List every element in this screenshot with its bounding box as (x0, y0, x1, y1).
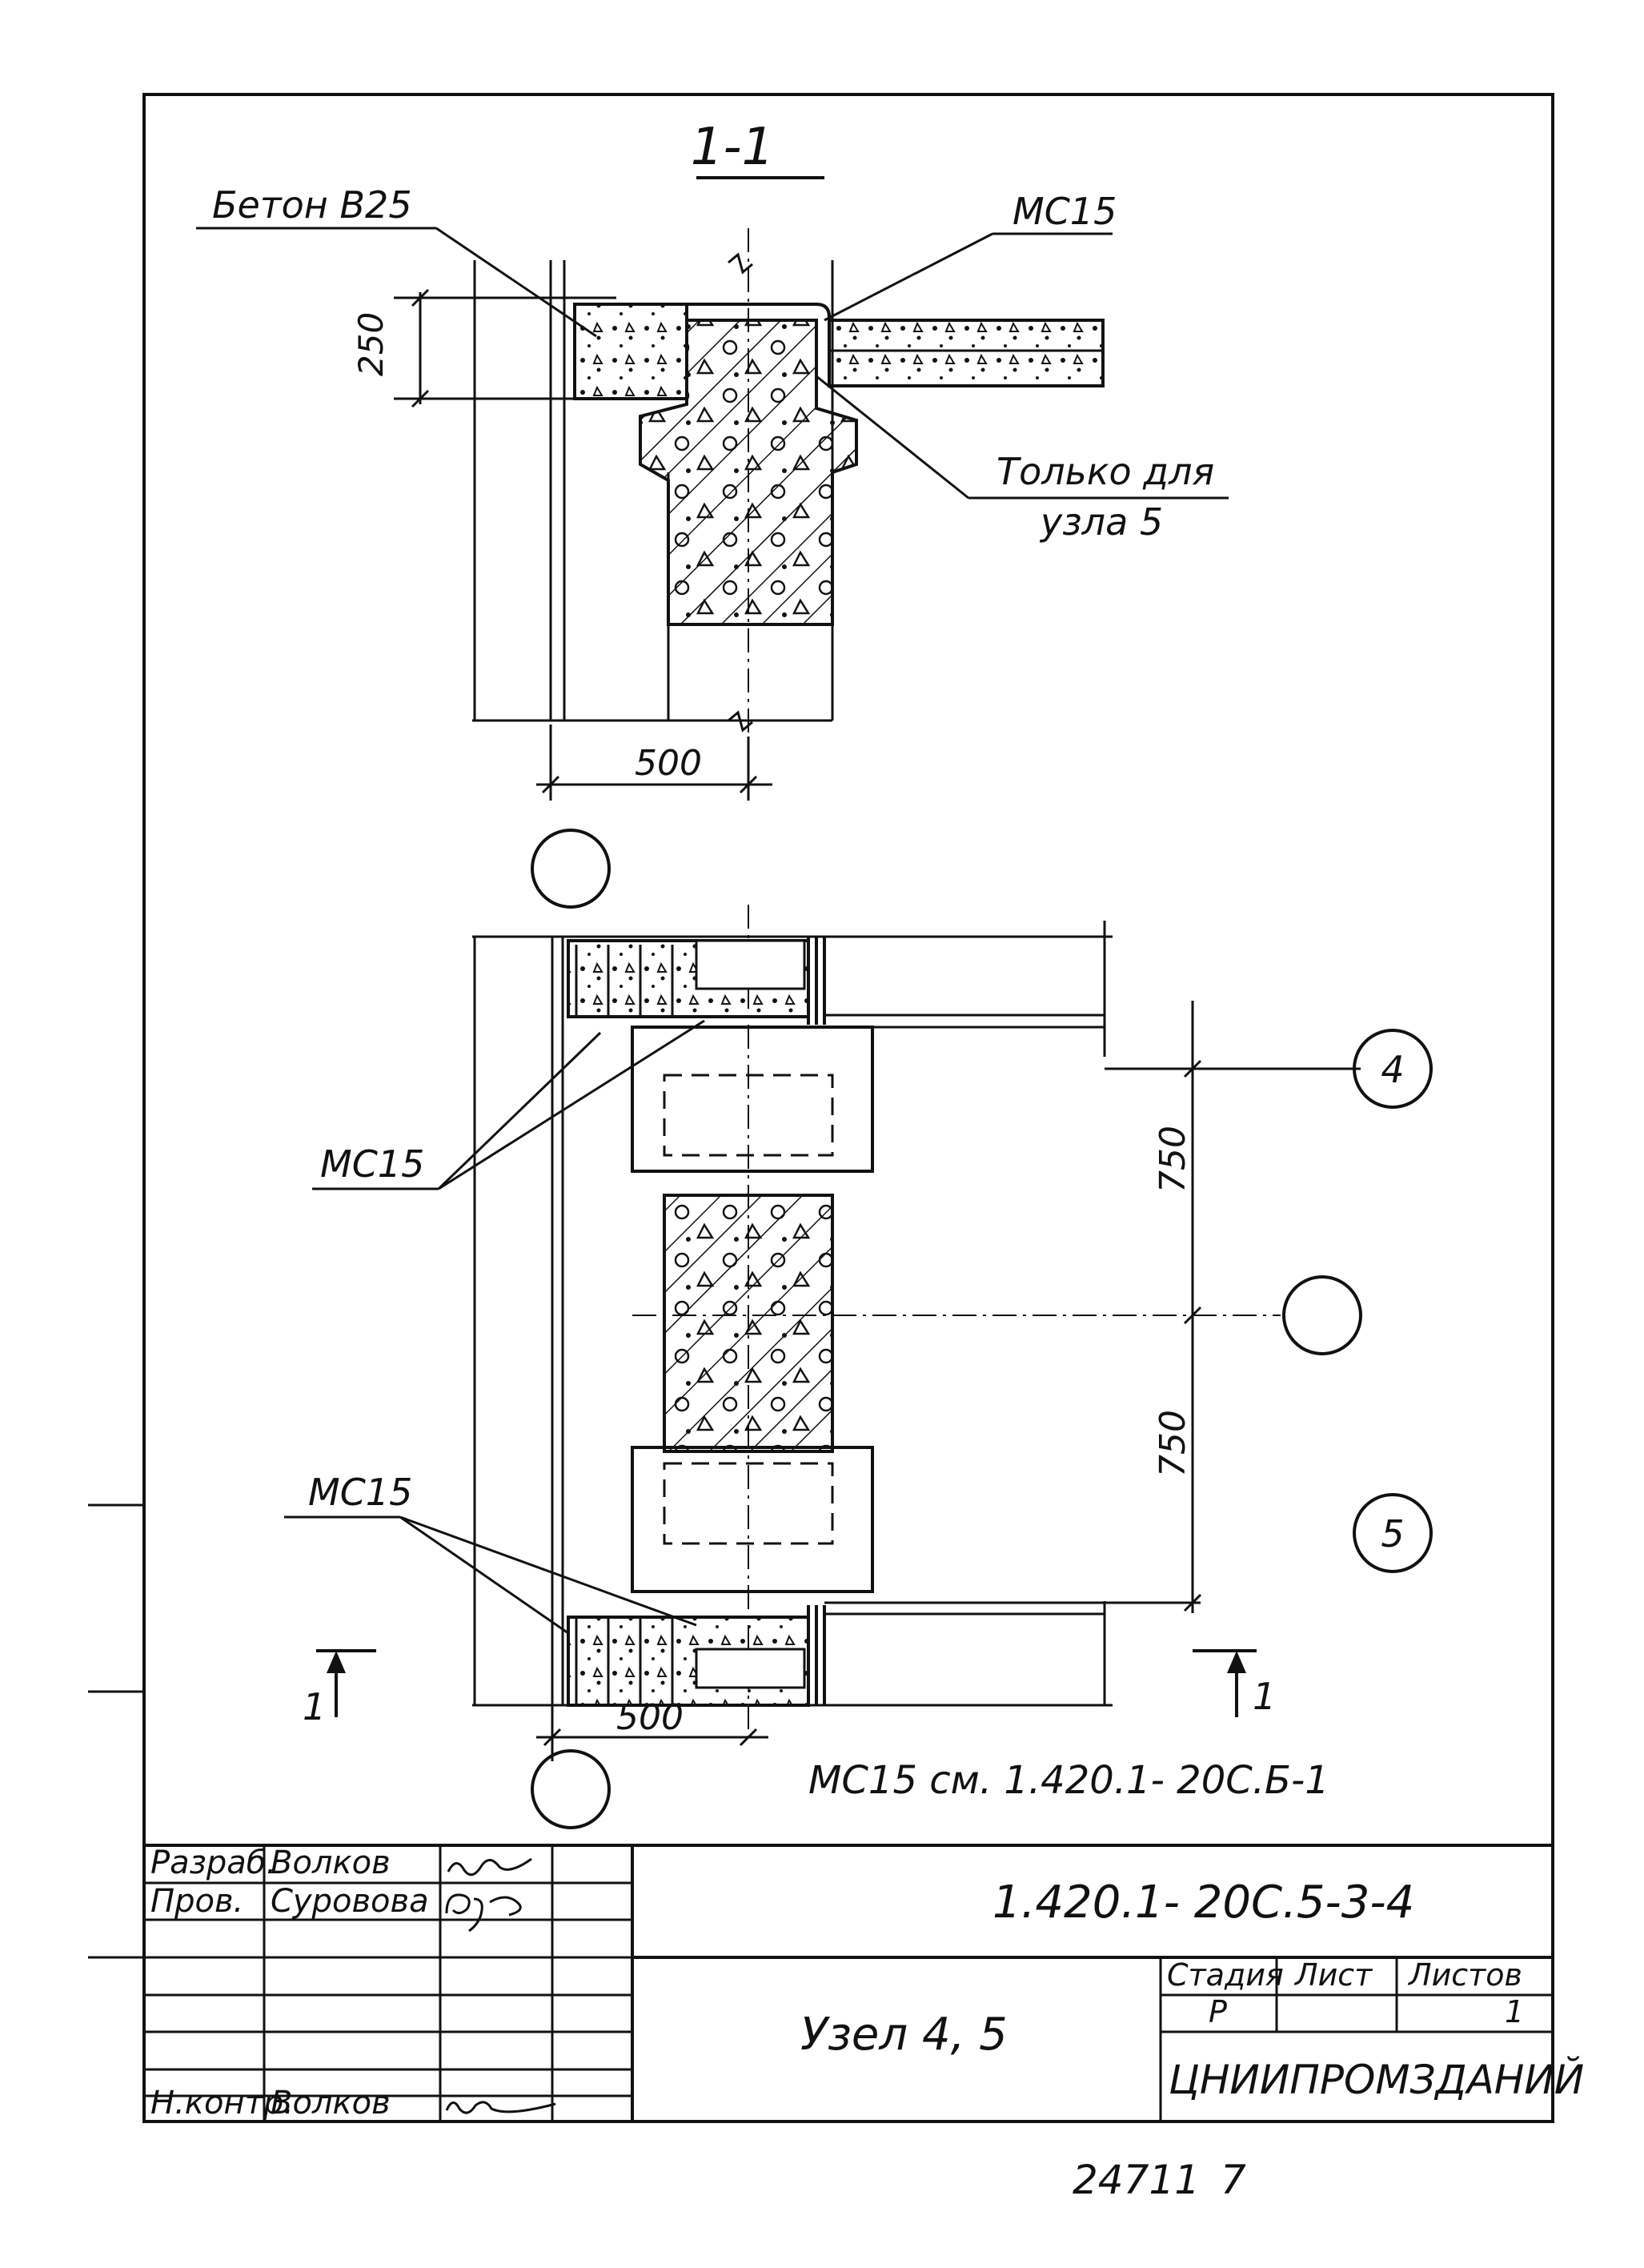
dim-750-750 (1105, 1001, 1361, 1613)
axis-4-text: 4 (1381, 1048, 1404, 1091)
dim-250 (394, 288, 616, 408)
role-developer: Разраб. (150, 1845, 276, 1881)
axis-bubble-mid (1282, 1275, 1362, 1355)
dim-750-lower-text: 750 (1153, 1410, 1193, 1477)
title-block-text: Разраб. Волков Пров. Суровова Н.контр. В… (150, 1845, 1584, 2121)
signature-checker (445, 1893, 522, 1933)
cut-mark-left-text: 1 (303, 1685, 326, 1728)
break-mark-top (728, 252, 753, 275)
pad-upper-dashed (663, 1074, 834, 1157)
title-block (144, 1844, 1553, 2121)
sheets-value: 1 (1505, 1994, 1524, 2029)
name-normcontrol: Волков (271, 2085, 391, 2121)
sheet-title: Узел 4, 5 (800, 2009, 1008, 2061)
role-checker: Пров. (150, 1883, 243, 1920)
dim-width-text: 500 (635, 743, 702, 784)
dim-width-bottom-text: 500 (616, 1697, 684, 1738)
label-mc15-section: МС15 (1012, 190, 1117, 233)
label-mc15-plan-upper: МС15 (320, 1142, 424, 1186)
pad-lower (631, 1446, 874, 1593)
dim-height-text: 250 (351, 312, 391, 376)
axis-bubble-4 (1353, 1029, 1433, 1109)
section-1-1: 1-1 (196, 118, 1229, 801)
stage-value: Р (1209, 1994, 1227, 2029)
concrete-block-b25 (573, 303, 688, 400)
reference-note: МС15 см. 1.420.1- 20С.Б-1 (808, 1758, 1329, 1803)
dim-500-section (536, 725, 772, 801)
label-mc15-plan-lower: МС15 (308, 1471, 412, 1514)
section-title: 1-1 (691, 118, 775, 177)
col-stage: Стадия (1167, 1957, 1284, 1993)
label-only-for-line2: узла 5 (1039, 500, 1163, 544)
label-concrete: Бетон В25 (212, 183, 412, 227)
pad-upper (631, 1026, 874, 1173)
inventory-number: 24711 (1073, 2157, 1200, 2203)
break-mark-bottom (728, 710, 753, 733)
node-upper (567, 921, 1106, 1057)
axis-bubble-5 (1353, 1493, 1433, 1573)
pad-lower-dashed (663, 1462, 834, 1545)
label-only-for-line1: Только для (996, 450, 1214, 493)
doc-code: 1.420.1- 20С.5-3-4 (992, 1877, 1414, 1929)
role-normcontrol: Н.контр. (150, 2085, 294, 2121)
dim-750-upper-text: 750 (1153, 1126, 1193, 1193)
organization: ЦНИИПРОМЗДАНИЙ (1169, 2056, 1584, 2103)
signature-developer (447, 1857, 532, 1877)
axis-bubble-top (531, 829, 611, 909)
dim-500-plan (536, 1705, 768, 1761)
floor-slab (828, 319, 1105, 387)
name-checker: Суровова (271, 1883, 429, 1920)
axis-bubble-bottom (531, 1749, 611, 1829)
cut-mark-right (1193, 1649, 1257, 1717)
plan-view: 750 750 4 5 МС15 МС15 500 1 (284, 905, 1433, 1803)
section-column-lines (472, 260, 834, 722)
node-lower (567, 1601, 1106, 1707)
name-developer: Волков (271, 1845, 391, 1881)
cut-mark-right-text: 1 (1253, 1675, 1276, 1718)
axis-5-text: 5 (1381, 1512, 1404, 1555)
cut-mark-left (316, 1649, 376, 1717)
sheet-frame (142, 93, 1554, 2123)
signature-normcontrol (445, 2101, 556, 2114)
binding-ticks (88, 1503, 144, 1959)
col-sheet: Лист (1293, 1957, 1373, 1993)
col-sheets: Листов (1407, 1957, 1522, 1993)
page-number: 7 (1221, 2157, 1246, 2203)
